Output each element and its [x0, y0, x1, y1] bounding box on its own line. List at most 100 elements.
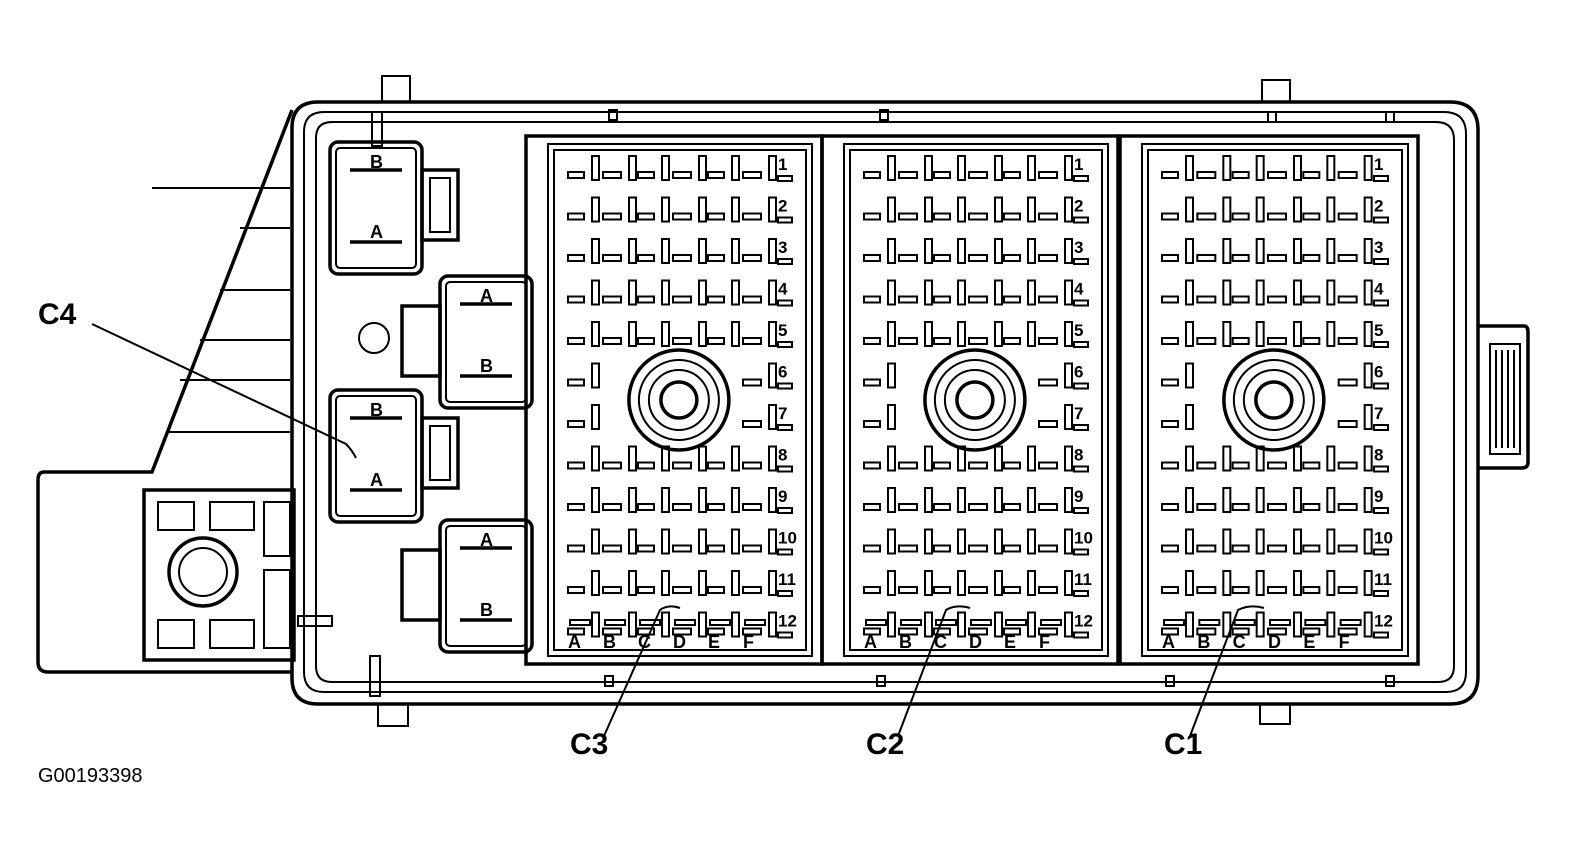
- row-label: 10: [778, 529, 797, 548]
- terminal-slot: [672, 212, 692, 221]
- terminal-slot: [1326, 570, 1336, 596]
- terminal-slot: [707, 295, 725, 304]
- terminal-slot: [933, 627, 951, 636]
- terminal-slot: [742, 295, 762, 304]
- row-label: 11: [778, 570, 796, 589]
- terminal-slot: [1363, 445, 1373, 472]
- terminal-slot: [898, 586, 918, 594]
- terminal-slot: [924, 238, 933, 264]
- terminal-slot: [591, 321, 600, 347]
- terminal-slot: [1255, 321, 1265, 347]
- terminal-slot: [865, 619, 887, 626]
- terminal-slot: [1185, 528, 1194, 555]
- terminal-slot: [1326, 155, 1336, 181]
- terminal-slot: [742, 544, 762, 553]
- terminal-slot: [1363, 362, 1373, 389]
- row-label: 9: [1074, 487, 1083, 506]
- terminal-slot: [994, 528, 1003, 555]
- terminal-slot: [1038, 171, 1058, 179]
- terminal-slot: [591, 611, 600, 638]
- terminal-slot: [1302, 295, 1321, 304]
- terminal-slot: [1326, 445, 1336, 472]
- column-label: E: [1004, 632, 1016, 652]
- terminal-slot: [628, 445, 637, 472]
- terminal-slot: [628, 528, 637, 555]
- terminal-slot: [698, 487, 707, 513]
- terminal-slot: [1373, 590, 1389, 597]
- terminal-slot: [1302, 586, 1321, 594]
- terminal-slot: [768, 196, 777, 223]
- terminal-slot: [957, 155, 966, 181]
- terminal-slot: [1185, 155, 1194, 181]
- terminal-slot: [1326, 196, 1336, 223]
- terminal-slot: [887, 445, 896, 472]
- terminal-slot: [1161, 337, 1179, 345]
- terminal-slot: [933, 503, 951, 511]
- terminal-slot: [707, 461, 725, 470]
- terminal-slot: [1073, 548, 1089, 556]
- terminal-slot: [777, 631, 793, 639]
- terminal-slot: [863, 295, 881, 304]
- terminal-slot: [602, 171, 622, 179]
- column-label: C: [1233, 632, 1246, 652]
- terminal-slot: [1064, 487, 1073, 513]
- terminal-slot: [1231, 171, 1250, 179]
- terminal-slot: [1073, 465, 1089, 473]
- terminal-slot: [672, 586, 692, 594]
- terminal-slot: [1196, 254, 1217, 262]
- terminal-slot: [742, 461, 762, 470]
- row-label: 5: [778, 321, 787, 340]
- terminal-slot: [1302, 627, 1321, 636]
- terminal-slot: [898, 295, 918, 304]
- column-label: E: [1303, 632, 1315, 652]
- terminal-slot: [707, 544, 725, 553]
- terminal-slot: [777, 424, 793, 431]
- terminal-slot: [933, 337, 951, 345]
- terminal-slot: [898, 254, 918, 262]
- row-label: 7: [778, 404, 787, 423]
- terminal-slot: [924, 528, 933, 555]
- terminal-slot: [1293, 528, 1302, 555]
- terminal-slot: [637, 337, 655, 345]
- terminal-slot: [1326, 487, 1336, 513]
- terminal-slot: [924, 155, 933, 181]
- terminal-slot: [1255, 196, 1265, 223]
- terminal-slot: [567, 254, 585, 262]
- terminal-slot: [628, 155, 637, 181]
- terminal-slot: [1003, 586, 1021, 594]
- terminal-slot: [1185, 611, 1194, 638]
- terminal-slot: [1302, 461, 1321, 470]
- callout-c2: C2: [866, 728, 904, 761]
- terminal-slot: [1363, 528, 1373, 555]
- terminal-slot: [957, 279, 966, 306]
- terminal-slot: [591, 528, 600, 555]
- terminal-slot: [887, 196, 896, 223]
- terminal-slot: [628, 196, 637, 223]
- terminal-slot: [887, 570, 896, 596]
- column-label: E: [708, 632, 720, 652]
- terminal-slot: [777, 465, 793, 473]
- terminal-slot: [672, 254, 692, 262]
- terminal-slot: [1302, 544, 1321, 553]
- terminal-slot: [1161, 503, 1179, 511]
- terminal-slot: [1293, 445, 1302, 472]
- column-label: B: [603, 632, 616, 652]
- terminal-slot: [1267, 254, 1287, 262]
- terminal-slot: [591, 445, 600, 472]
- terminal-slot: [768, 487, 777, 513]
- terminal-slot: [731, 196, 740, 223]
- terminal-slot: [637, 627, 655, 636]
- terminal-slot: [1255, 487, 1265, 513]
- terminal-slot: [968, 295, 988, 304]
- terminal-slot: [900, 619, 922, 626]
- terminal-slot: [731, 611, 740, 638]
- relay-2: AB: [400, 274, 534, 410]
- terminal-slot: [628, 487, 637, 513]
- terminal-slot: [1222, 528, 1232, 555]
- terminal-slot: [1064, 155, 1073, 181]
- terminal-slot: [602, 586, 622, 594]
- terminal-slot: [1255, 528, 1265, 555]
